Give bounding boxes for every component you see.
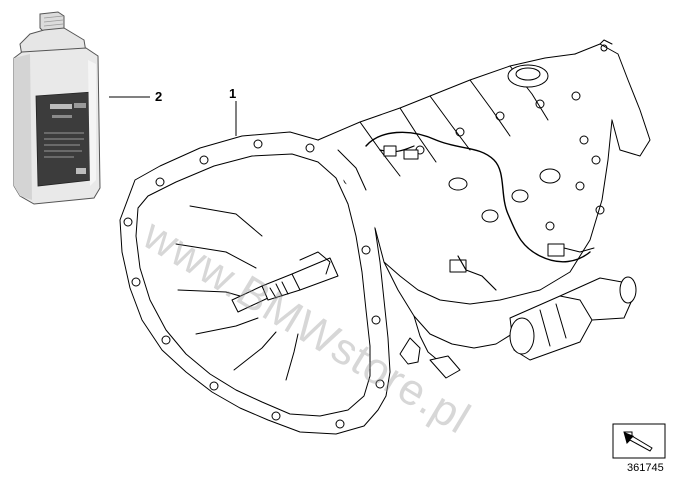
direction-arrow-icon bbox=[612, 423, 666, 459]
gearbox-drawing bbox=[119, 39, 651, 435]
diagram-number: 361745 bbox=[627, 462, 664, 474]
callout-2-oil-bottle: 2 bbox=[155, 89, 163, 104]
leader-lines bbox=[109, 96, 237, 136]
oil-bottle-icon bbox=[13, 11, 101, 205]
callout-1-gearbox: 1 bbox=[229, 86, 237, 101]
